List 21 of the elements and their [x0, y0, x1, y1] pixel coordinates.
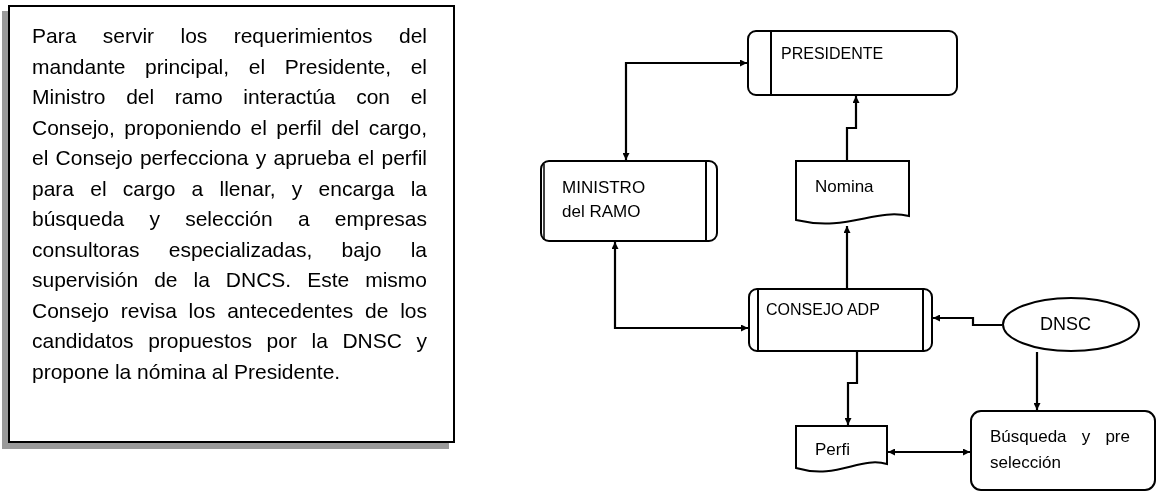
arrow: [844, 352, 859, 425]
arrow: [845, 96, 860, 160]
process-box: [540, 160, 718, 242]
node-label: Perfi: [815, 439, 850, 461]
node-label: CONSEJO ADP: [766, 300, 880, 320]
description-text: Para servir los requerimientos del mandante principal, el Presidente, el Ministro del ramo interactúa con el Consejo, proponiendo el perfil del cargo, el Consejo perfecciona y aprueba el perfil para el cargo a llenar, y encarga la búsqueda y selección a empresas consultoras especializadas, bajo la supervisión de la DNCS. Este mismo Consejo revisa los antecedentes de los candidatos propuestos por la DNSC y propone la nómina al Presidente.: [32, 23, 427, 385]
arrow: [622, 59, 747, 160]
process-box: [748, 288, 933, 352]
arrow: [1033, 352, 1041, 410]
node-label: Búsqueda y pre selección: [990, 426, 1130, 474]
node-label: PRESIDENTE: [781, 44, 884, 64]
node-label: DNSC: [1040, 313, 1091, 336]
arrow: [611, 242, 748, 332]
arrow: [843, 226, 851, 288]
node-label: MINISTRO del RAMO: [562, 177, 647, 223]
node-label: Nomina: [815, 176, 874, 198]
arrow: [933, 314, 1002, 327]
process-box: [747, 30, 958, 96]
arrow: [888, 448, 970, 456]
ellipse-shape: [1002, 297, 1140, 352]
process-box: [970, 410, 1156, 491]
